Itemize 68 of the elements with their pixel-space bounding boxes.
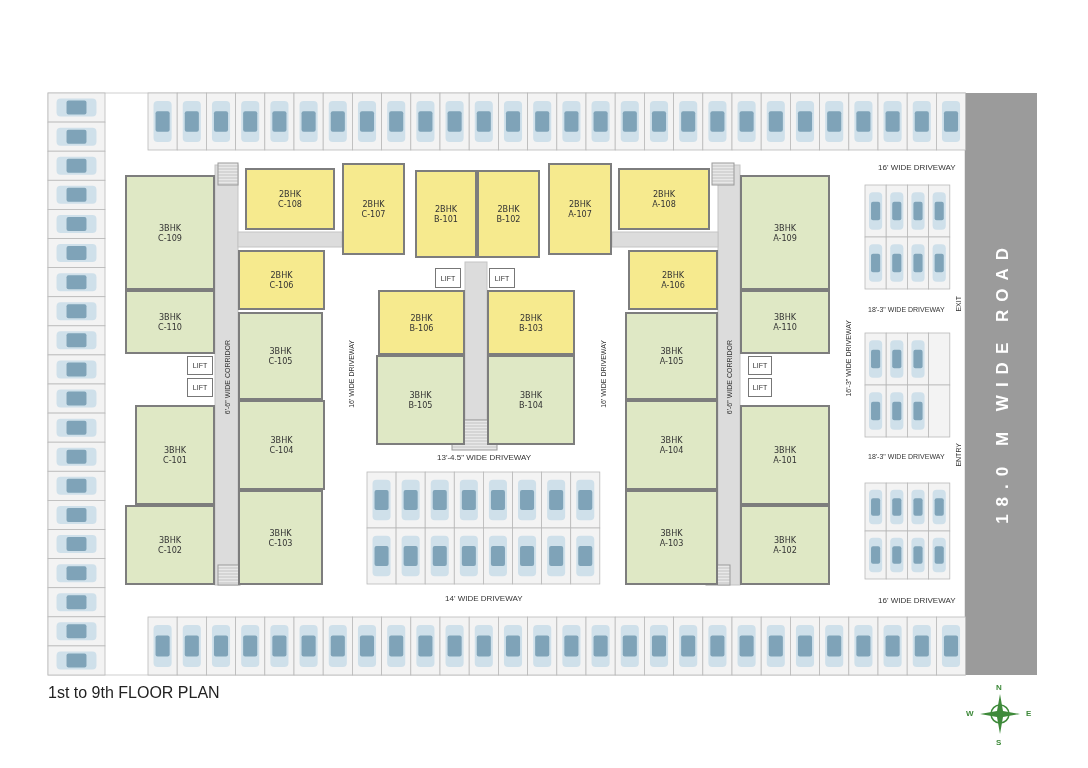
unit-label: 3BHK C-105 [267,346,294,366]
flat-unit [740,290,830,354]
road-label: 18.0 M WIDE ROAD [993,240,1013,524]
flat-unit [125,175,215,290]
unit-label: 3BHK A-103 [658,527,685,548]
flat-unit [342,163,405,255]
driveway-label: 16' WIDE DRIVEWAY [878,163,956,172]
unit-label: 3BHK A-105 [658,346,685,366]
compass-letter: E [1026,709,1032,718]
plan-title: 1st to 9th FLOOR PLAN [48,684,220,702]
flat-unit [477,170,540,258]
flat-unit [238,250,325,310]
unit-label: 3BHK C-101 [162,445,188,465]
flat-unit [740,505,830,585]
flat-unit [625,490,718,585]
flat-unit [625,400,718,490]
unit-label: 2BHK C-107 [360,199,387,219]
unit-label: 3BHK C-104 [268,435,295,455]
flat-unit [125,290,215,354]
compass-letter: W [966,709,974,718]
unit-label: 3BHK C-103 [267,527,294,548]
flat-unit [125,505,215,585]
unit-label: 3BHK C-110 [157,312,183,332]
flat-unit [415,170,477,258]
compass-letter: N [996,683,1002,692]
unit-label: 3BHK B-104 [518,390,544,410]
unit-label: 3BHK A-102 [772,535,798,555]
lift-box [187,378,213,397]
flat-unit [487,290,575,355]
unit-label: 3BHK A-104 [658,435,685,455]
flat-unit [245,168,335,230]
flat-unit [628,250,718,310]
unit-label: 3BHK A-109 [772,222,798,243]
unit-label: 3BHK A-101 [772,445,798,465]
unit-label: 3BHK A-110 [772,312,798,332]
lift-box [748,356,772,375]
unit-label: 2BHK B-103 [518,312,544,333]
unit-label: 2BHK C-108 [277,189,303,209]
unit-label: 3BHK C-109 [157,222,183,243]
flat-unit [238,400,325,490]
flat-unit [376,355,465,445]
lift-box [187,356,213,375]
flat-unit [740,175,830,290]
unit-label: 2BHK C-106 [268,270,295,290]
compass-letter: S [996,738,1002,747]
flat-unit [548,163,612,255]
lift-box [435,268,461,288]
driveway-label: 13'-4.5" WIDE DRIVEWAY [437,453,532,462]
unit-label: 2BHK A-108 [651,189,677,209]
unit-label: 2BHK B-102 [495,204,522,224]
unit-label: 2BHK B-106 [408,312,435,333]
flat-unit [618,168,710,230]
driveway-label: 14' WIDE DRIVEWAY [445,594,523,603]
flat-unit [740,405,830,505]
lift-box [489,268,515,288]
flat-unit [238,312,323,400]
flat-unit [625,312,718,400]
unit-label: 2BHK B-101 [433,204,459,224]
unit-label: 2BHK A-107 [567,199,593,219]
unit-label: 3BHK C-102 [157,535,183,555]
flat-unit [487,355,575,445]
unit-label: 2BHK A-106 [660,270,686,290]
flat-unit [238,490,323,585]
flat-unit [378,290,465,355]
driveway-label: 16' WIDE DRIVEWAY [878,596,956,605]
lift-box [748,378,772,397]
flat-unit [135,405,215,505]
unit-label: 3BHK B-105 [407,390,434,410]
